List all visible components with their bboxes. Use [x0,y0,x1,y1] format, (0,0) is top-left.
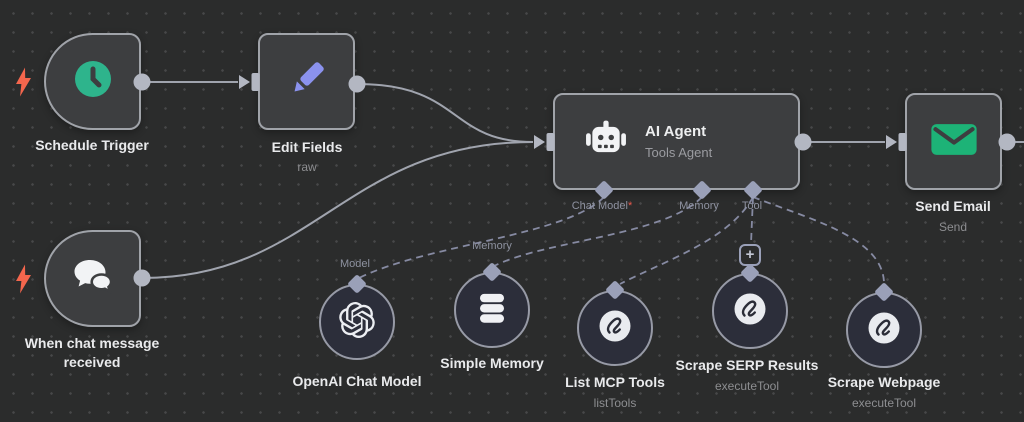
ai-agent-title: AI Agent [645,123,707,140]
openai-logo-icon [339,301,375,343]
send-email-sublabel: Send [938,220,968,234]
brightdata-coil-icon [598,309,632,348]
required-marker: * [627,200,633,212]
port-label-memory-endpoint: Memory [472,240,512,252]
lightning-bolt-icon [16,264,31,293]
port-label-chat-model: Chat Model* [572,200,633,212]
connection-chattrigger-to-aiagent[interactable] [142,141,534,279]
node-schedule-trigger[interactable] [16,33,141,130]
port-label-chat-model-text: Chat Model [571,200,628,212]
robot-icon [585,120,627,163]
edit-fields-output-port[interactable] [348,75,366,93]
schedule-trigger-output-port[interactable] [133,73,151,91]
node-list-mcp-tools[interactable] [577,290,653,366]
edit-fields-input-port[interactable] [239,73,260,91]
send-email-output-port[interactable] [998,133,1016,151]
node-scrape-serp-results[interactable] [712,273,788,349]
edit-fields-label: Edit Fields [271,139,343,155]
scrape-webpage-label: Scrape Webpage [827,374,941,390]
port-label-memory: Memory [679,200,719,212]
pencil-icon [285,57,329,106]
simple-memory-label: Simple Memory [440,355,544,371]
clock-icon [72,58,114,105]
node-openai-chat-model[interactable] [319,284,395,360]
lightning-bolt-icon [16,67,31,96]
database-icon [474,290,510,331]
scrape-webpage-sublabel: executeTool [851,396,917,410]
scrape-serp-results-label: Scrape SERP Results [675,357,819,373]
send-email-label: Send Email [915,198,991,214]
brightdata-coil-icon [867,311,901,350]
send-email-input-port[interactable] [886,133,907,151]
ai-agent-subtitle: Tools Agent [645,145,713,160]
ai-agent-input-port[interactable] [534,133,555,151]
port-label-model-endpoint: Model [340,258,370,270]
connection-editfields-to-aiagent[interactable] [356,83,534,143]
openai-chat-model-label: OpenAI Chat Model [292,373,422,389]
ai-agent-output-port[interactable] [794,133,812,151]
node-send-email[interactable] [905,93,1002,190]
chat-trigger-label: When chat message received [25,334,160,372]
chat-trigger-label-line1: When chat message [24,335,160,351]
node-chat-trigger[interactable] [16,230,141,327]
brightdata-coil-icon [733,292,767,331]
chat-trigger-label-line2: received [63,354,121,370]
connection-memory-to-simplememory[interactable] [493,196,703,267]
node-simple-memory[interactable] [454,272,530,348]
schedule-trigger-label: Schedule Trigger [35,137,149,153]
chat-trigger-output-port[interactable] [133,269,151,287]
envelope-icon [930,121,978,163]
edit-fields-sublabel: raw [297,160,317,174]
list-mcp-tools-label: List MCP Tools [565,374,665,390]
list-mcp-tools-sublabel: listTools [593,396,637,410]
node-ai-agent[interactable]: AI Agent Tools Agent [553,93,800,190]
chat-bubbles-icon [70,255,116,302]
connection-tool-to-listmcptools[interactable] [619,196,754,285]
scrape-serp-results-sublabel: executeTool [714,379,780,393]
port-label-tool: Tool [741,200,763,212]
add-tool-button[interactable]: + [739,244,761,266]
